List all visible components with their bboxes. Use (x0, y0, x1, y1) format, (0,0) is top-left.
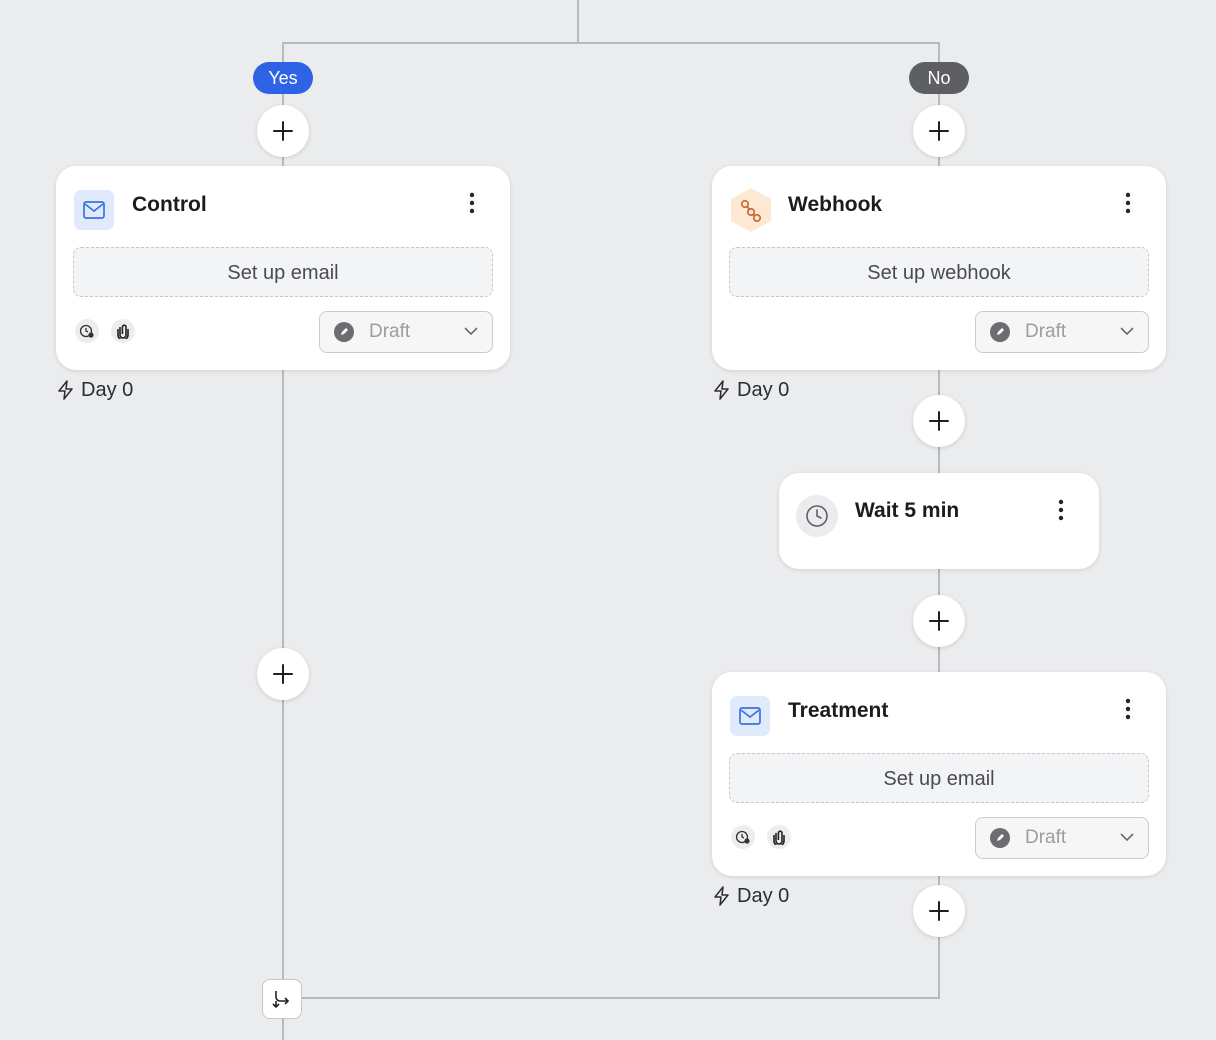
node-title: Wait 5 min (855, 499, 960, 522)
status-label: Draft (1025, 827, 1067, 848)
add-step-button[interactable] (913, 105, 965, 157)
timing-label: Day 0 (713, 884, 789, 908)
add-step-button[interactable] (913, 395, 965, 447)
chevron-down-icon (1120, 327, 1134, 336)
setup-webhook-button[interactable]: Set up webhook (729, 247, 1149, 297)
draft-icon (990, 828, 1010, 848)
add-step-button[interactable] (257, 648, 309, 700)
node-card-webhook[interactable]: Webhook Set up webhook Draft (712, 166, 1166, 370)
status-dropdown[interactable]: Draft (975, 817, 1149, 859)
add-step-button[interactable] (913, 885, 965, 937)
node-card-control[interactable]: Control Set up email Draft (56, 166, 510, 370)
webhook-icon (728, 186, 774, 234)
status-label: Draft (1025, 321, 1067, 342)
more-options-icon[interactable] (1118, 696, 1138, 724)
schedule-settings-icon[interactable] (731, 825, 755, 849)
chevron-down-icon (464, 327, 478, 336)
node-title: Treatment (788, 699, 889, 722)
plus-icon (273, 664, 293, 684)
plus-icon (929, 411, 949, 431)
connector-merge (302, 997, 940, 999)
connector-split (283, 42, 940, 44)
connector-yes-down (282, 42, 284, 1040)
node-title: Control (132, 193, 207, 216)
draft-icon (990, 322, 1010, 342)
chevron-down-icon (1120, 833, 1134, 842)
lightning-icon (714, 380, 729, 400)
add-step-button[interactable] (257, 105, 309, 157)
mail-icon (730, 696, 770, 736)
lightning-icon (58, 380, 73, 400)
attachment-icon[interactable] (767, 825, 791, 849)
plus-icon (929, 901, 949, 921)
branch-yes-label: Yes (253, 62, 313, 94)
schedule-settings-icon[interactable] (75, 319, 99, 343)
merge-icon (272, 991, 290, 1009)
plus-icon (273, 121, 293, 141)
timing-text: Day 0 (737, 885, 790, 907)
connector-top (577, 0, 579, 43)
more-options-icon[interactable] (1118, 190, 1138, 218)
timing-text: Day 0 (81, 379, 134, 401)
setup-email-button[interactable]: Set up email (73, 247, 493, 297)
lightning-icon (714, 886, 729, 906)
status-dropdown[interactable]: Draft (319, 311, 493, 353)
node-card-wait[interactable]: Wait 5 min (779, 473, 1099, 569)
timing-text: Day 0 (737, 379, 790, 401)
node-title: Webhook (788, 193, 883, 216)
merge-branches-button[interactable] (262, 979, 302, 1019)
more-options-icon[interactable] (462, 190, 482, 218)
mail-icon (74, 190, 114, 230)
add-step-button[interactable] (913, 595, 965, 647)
plus-icon (929, 611, 949, 631)
attachment-icon[interactable] (111, 319, 135, 343)
setup-email-button[interactable]: Set up email (729, 753, 1149, 803)
node-card-treatment[interactable]: Treatment Set up email Draft (712, 672, 1166, 876)
status-dropdown[interactable]: Draft (975, 311, 1149, 353)
timing-label: Day 0 (713, 378, 789, 402)
status-label: Draft (369, 321, 411, 342)
draft-icon (334, 322, 354, 342)
clock-icon (796, 495, 838, 537)
plus-icon (929, 121, 949, 141)
branch-no-label: No (909, 62, 969, 94)
more-options-icon[interactable] (1051, 497, 1071, 525)
timing-label: Day 0 (57, 378, 133, 402)
